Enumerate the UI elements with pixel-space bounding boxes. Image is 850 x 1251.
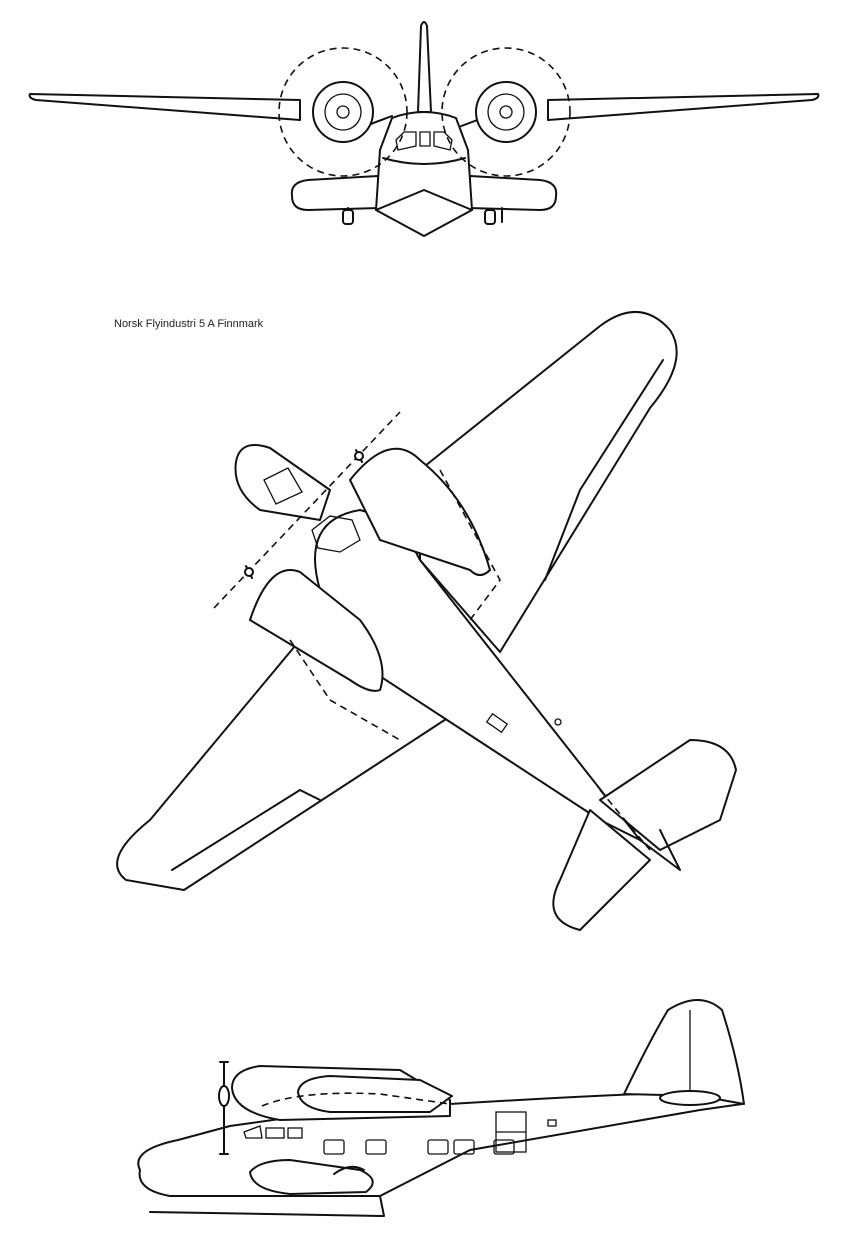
plan-view xyxy=(116,311,737,931)
drawing-caption: Norsk Flyindustri 5 A Finnmark xyxy=(114,318,264,330)
front-right-float xyxy=(467,175,558,211)
plan-fuselage xyxy=(314,509,641,841)
plan-lower-nacelle xyxy=(249,569,384,692)
plan-tail-left xyxy=(552,809,651,931)
plan-right-wing xyxy=(419,311,678,653)
side-view xyxy=(137,999,745,1217)
front-left-engine xyxy=(312,81,374,143)
front-left-prop-disc xyxy=(278,47,408,177)
front-view xyxy=(28,21,820,237)
front-right-prop-disc xyxy=(441,47,571,177)
front-hull xyxy=(375,111,473,237)
side-window xyxy=(365,1139,387,1155)
front-left-wing xyxy=(28,93,301,121)
front-right-wing xyxy=(547,93,820,121)
side-tail-fin xyxy=(623,999,745,1105)
side-window xyxy=(323,1139,345,1155)
side-window xyxy=(493,1139,515,1155)
front-right-engine xyxy=(475,81,537,143)
front-tail-fin xyxy=(417,21,432,113)
front-left-float xyxy=(290,175,381,211)
side-window xyxy=(427,1139,449,1155)
plan-upper-nacelle xyxy=(349,447,491,576)
side-window xyxy=(453,1139,475,1155)
plan-tail-right xyxy=(599,739,737,851)
